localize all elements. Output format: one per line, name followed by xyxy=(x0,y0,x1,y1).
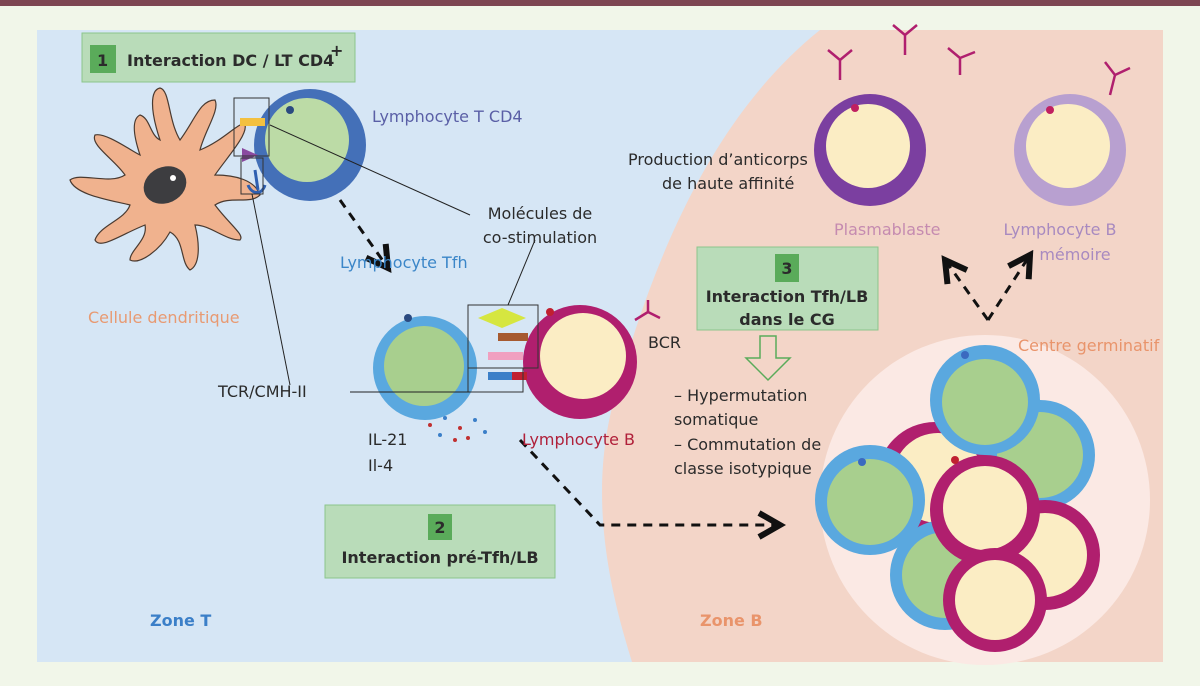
costimulation-molecules xyxy=(467,304,539,393)
label-memory-line1: Lymphocyte B xyxy=(1003,220,1116,239)
label-zone-t: Zone T xyxy=(150,611,211,630)
step-1-box: 1 Interaction DC / LT CD4 + xyxy=(81,32,356,83)
step-2-title: Interaction pré-Tfh/LB xyxy=(341,548,538,567)
step-2-number: 2 xyxy=(434,518,445,537)
label-antibody-line2: de haute affinité xyxy=(662,174,794,193)
label-b-cell: Lymphocyte B xyxy=(522,430,635,449)
b-cell xyxy=(523,300,661,419)
label-costim-line1: Molécules de xyxy=(488,204,593,223)
label-outcome2-line1: – Commutation de xyxy=(674,435,821,454)
label-outcome1-line1: – Hypermutation xyxy=(674,386,807,405)
label-tcr-cmh: TCR/CMH-II xyxy=(217,382,307,401)
step-1-title: Interaction DC / LT CD4 xyxy=(127,51,334,70)
step-3-title-line2: dans le CG xyxy=(739,310,835,329)
label-memory-line2: mémoire xyxy=(1039,245,1110,264)
label-plasmablast: Plasmablaste xyxy=(834,220,940,239)
step-3-title-line1: Interaction Tfh/LB xyxy=(706,287,869,306)
label-il4: Il-4 xyxy=(368,456,393,475)
step-1-number: 1 xyxy=(97,51,108,70)
germinal-center-cells xyxy=(815,345,1100,652)
tfh-cell xyxy=(373,314,477,420)
down-arrow-icon xyxy=(744,335,792,382)
cytokine-dots xyxy=(428,416,487,442)
label-il21: IL-21 xyxy=(368,430,407,449)
dendritic-cell xyxy=(69,87,261,271)
label-zone-b: Zone B xyxy=(700,611,763,630)
t-cd4-cell xyxy=(233,89,366,201)
label-outcome1-line2: somatique xyxy=(674,410,758,429)
label-antibody-line1: Production d’anticorps xyxy=(628,150,808,169)
label-dendritic-cell: Cellule dendritique xyxy=(88,308,240,327)
label-tfh: Lymphocyte Tfh xyxy=(340,253,468,272)
step-3-box: 3 Interaction Tfh/LB dans le CG xyxy=(696,246,879,331)
step-2-box: 2 Interaction pré-Tfh/LB xyxy=(324,504,556,579)
leader-lines xyxy=(251,124,536,393)
plasmablast-cell xyxy=(814,24,976,206)
dashed-arrows xyxy=(338,199,1030,525)
label-outcome2-line2: classe isotypique xyxy=(674,459,812,478)
step-3-number: 3 xyxy=(781,259,792,278)
step-1-superscript: + xyxy=(330,41,343,60)
top-border xyxy=(0,0,1200,6)
memory-b-cell xyxy=(1014,61,1131,206)
label-t-cd4: Lymphocyte T CD4 xyxy=(372,107,523,126)
label-germinal-center: Centre germinatif xyxy=(1018,336,1160,355)
label-bcr: BCR xyxy=(648,333,681,352)
label-costim-line2: co-stimulation xyxy=(483,228,597,247)
